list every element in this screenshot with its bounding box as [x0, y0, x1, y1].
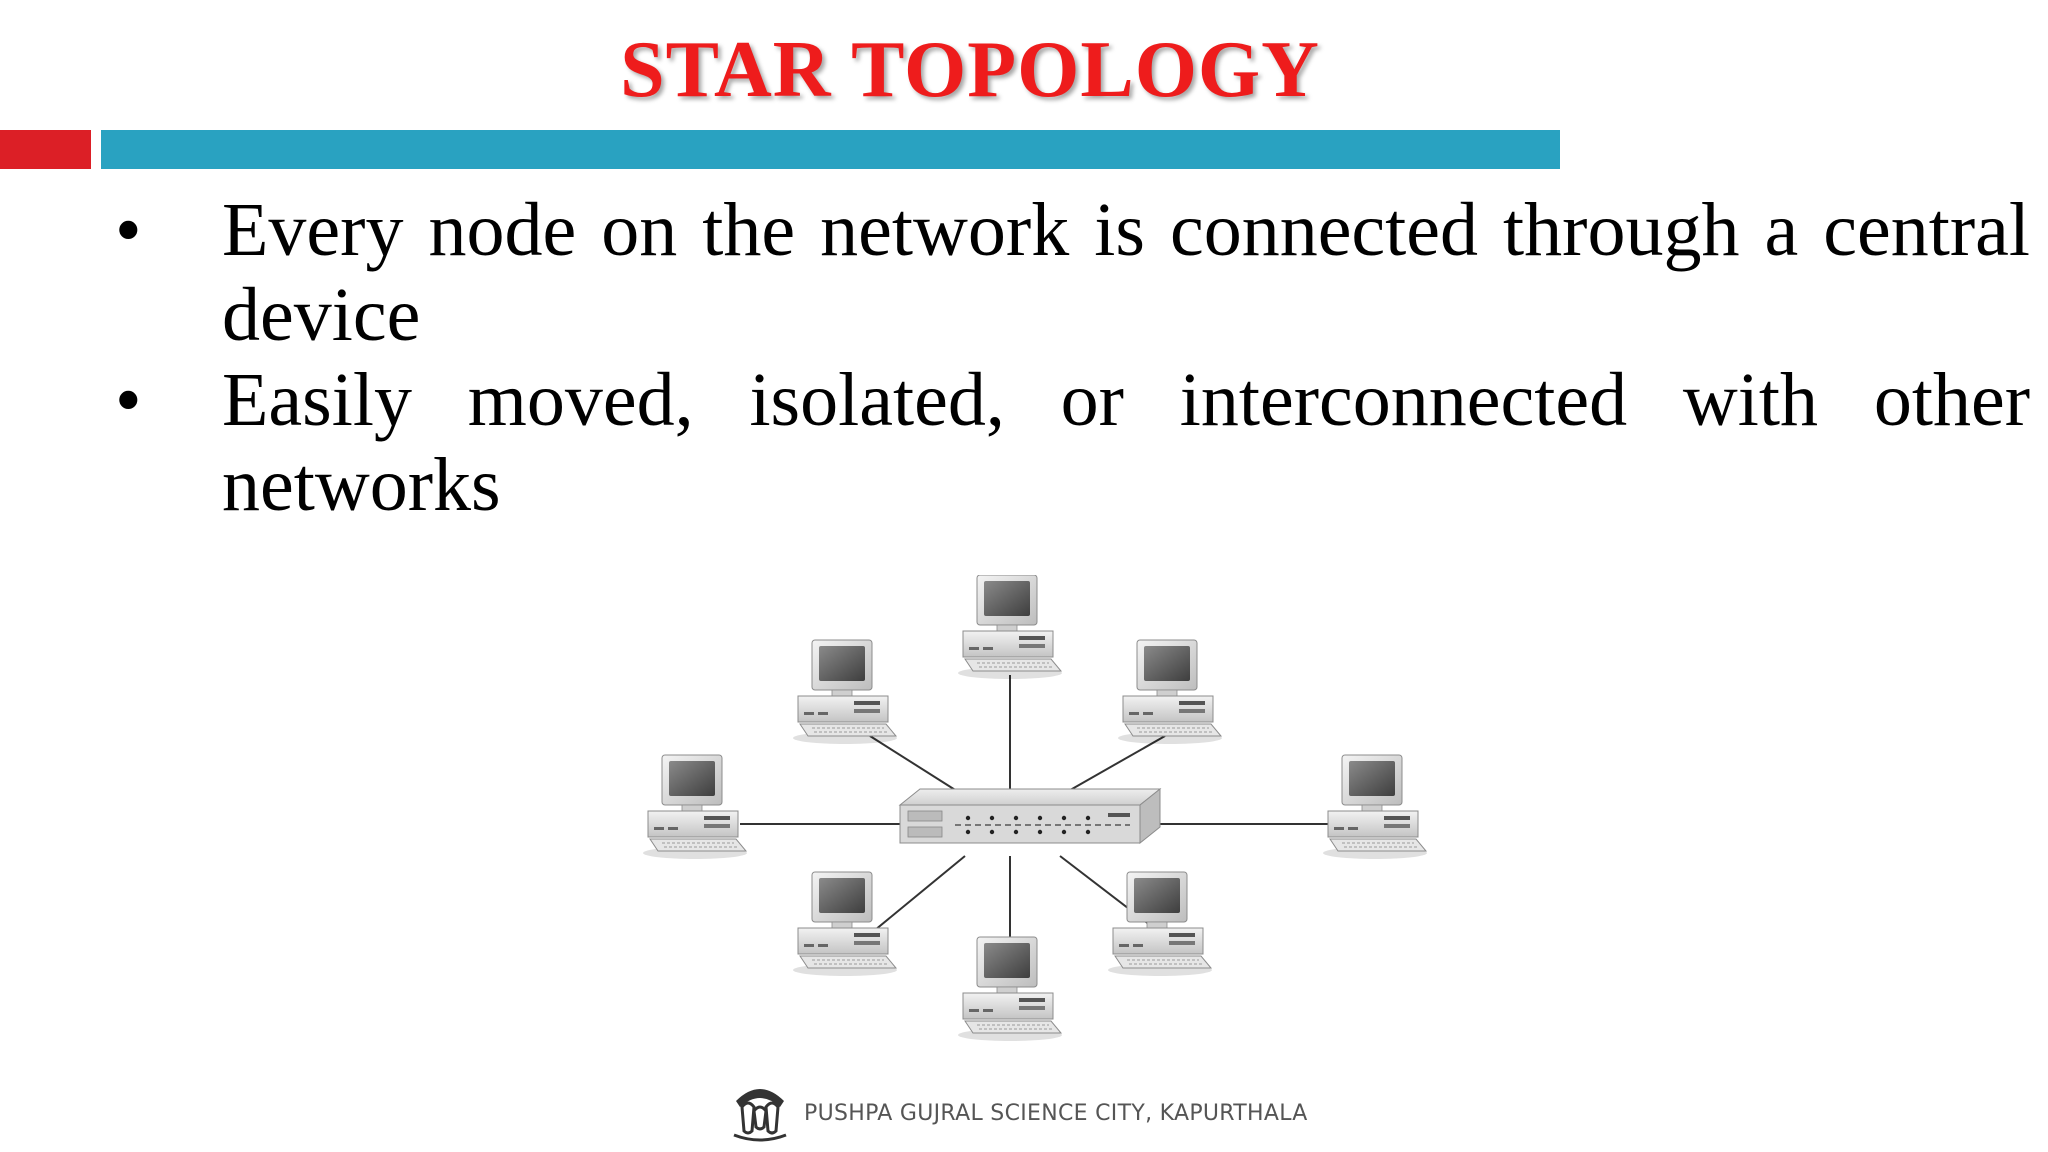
bullet-dot: •	[115, 188, 142, 272]
computer-icon	[957, 936, 1063, 1042]
footer-text: PUSHPA GUJRAL SCIENCE CITY, KAPURTHALA	[804, 1100, 1308, 1126]
star-topology-diagram	[642, 575, 1428, 1042]
computer-icon	[1117, 639, 1223, 745]
bullet-item: • Every node on the network is connected…	[115, 188, 2030, 358]
footer: PUSHPA GUJRAL SCIENCE CITY, KAPURTHALA	[728, 1080, 1308, 1146]
computer-icon	[792, 639, 898, 745]
computer-icon	[1107, 871, 1213, 977]
bullet-list: • Every node on the network is connected…	[115, 188, 2030, 528]
bullet-text: Every node on the network is connected t…	[222, 188, 2030, 357]
bullet-item: • Easily moved, isolated, or interconnec…	[115, 358, 2030, 528]
bullet-dot: •	[115, 358, 142, 442]
computer-icon	[642, 754, 748, 860]
science-city-logo-icon	[733, 1089, 787, 1142]
central-hub-icon	[898, 787, 1162, 845]
computer-icon	[957, 575, 1063, 680]
bullet-text: Easily moved, isolated, or interconnecte…	[222, 358, 2030, 527]
accent-bar-red	[0, 130, 91, 169]
computer-icon	[1322, 754, 1428, 860]
accent-bar-blue	[101, 130, 1560, 169]
slide-title: STAR TOPOLOGY	[620, 26, 1320, 114]
